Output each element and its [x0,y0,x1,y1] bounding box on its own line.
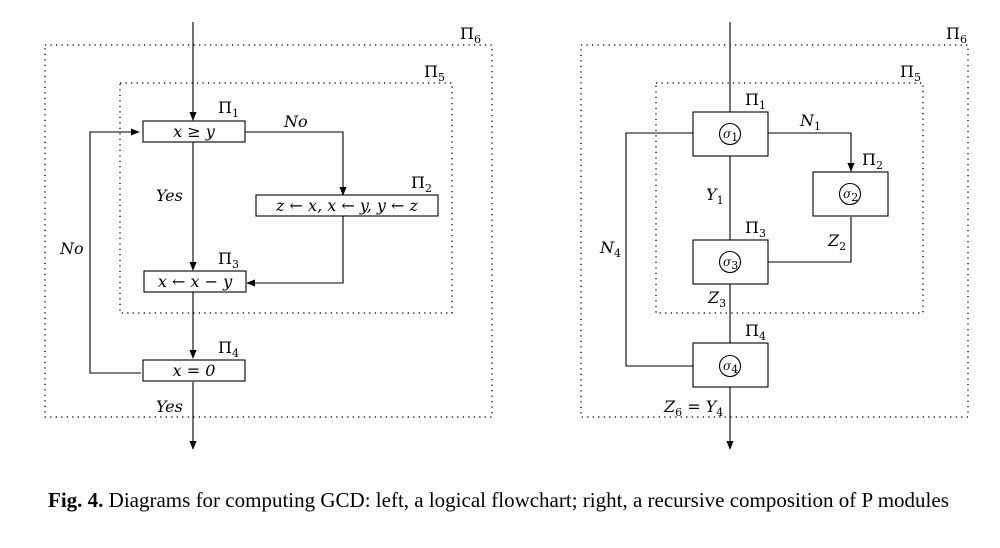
caption-text: Diagrams for computing GCD: left, a logi… [103,488,949,512]
left-no-loop-label: No [59,239,84,258]
right-sigma3-circle [718,250,742,274]
left-yes-exit-label: Yes [156,397,183,416]
left-no-arrow [245,131,347,196]
right-pi6-region [580,44,969,418]
left-swap-text: z ← x, x ← y, y ← z [275,196,419,215]
left-loop-arrow [89,128,141,374]
left-zero-test-text: x = 0 [173,361,216,380]
right-pi6-label: Π6 [946,24,967,46]
right-pi1-label: Π1 [745,90,766,112]
left-pi6-label: Π6 [460,24,481,46]
right-z3-label: Z3 [707,288,726,310]
right-z2-arrow [741,217,852,266]
right-sigma3-text: σ3 [723,255,738,272]
right-sigma1-text: σ1 [723,127,738,144]
figure-label: Fig. 4. [48,488,104,512]
right-n4-label: N4 [599,238,621,260]
right-n1-arrow [768,132,855,172]
right-sigma2-circle [838,182,862,206]
left-compare-box [142,120,246,143]
left-no-label: No [283,112,308,131]
left-zero-test-box [142,359,246,382]
left-swap-return-arrow [246,216,344,287]
right-pi4-label: Π4 [745,321,766,343]
right-y1-label: Y1 [706,185,724,207]
right-n4-loop-arrow [625,129,719,367]
right-sigma4-circle [718,354,742,378]
right-sigma2-text: σ2 [843,187,858,204]
left-pi6-region [44,44,493,418]
left-subtract-box [143,270,247,293]
right-pi5-label: Π5 [900,62,921,84]
left-pi4-label: Π4 [218,338,239,360]
left-compare-text: x ≥ y [173,122,216,141]
left-pi2-label: Π2 [411,173,432,195]
right-module-2 [812,171,889,217]
left-pi5-label: Π5 [424,62,445,84]
right-n1-label: N1 [799,111,821,133]
left-pi5-region [119,82,453,314]
left-yes-label: Yes [156,186,183,205]
left-subtract-text: x ← x − y [158,272,233,291]
right-z2-label: Z2 [827,231,846,253]
left-pi3-label: Π3 [218,249,239,271]
right-composition: Π6 Π5 σ1 σ2 σ3 σ4 Π1 Π2 Π3 Π4 N1 Y1 Z2 Z… [580,22,969,450]
right-pi2-label: Π2 [862,150,883,172]
right-z6-y4-label: Z6 = Y4 [663,397,723,419]
left-swap-box [255,194,439,217]
right-sigma4-text: σ4 [723,359,738,376]
gcd-diagrams: Π6 Π5 x ≥ y z ← x, x ← y, y ← z x ← x − … [44,22,969,450]
left-pi1-label: Π1 [218,98,239,120]
figure-caption: Fig. 4. Diagrams for computing GCD: left… [48,487,978,514]
right-sigma1-circle [718,122,742,146]
left-flowchart: Π6 Π5 x ≥ y z ← x, x ← y, y ← z x ← x − … [44,22,493,450]
right-pi3-label: Π3 [745,218,766,240]
